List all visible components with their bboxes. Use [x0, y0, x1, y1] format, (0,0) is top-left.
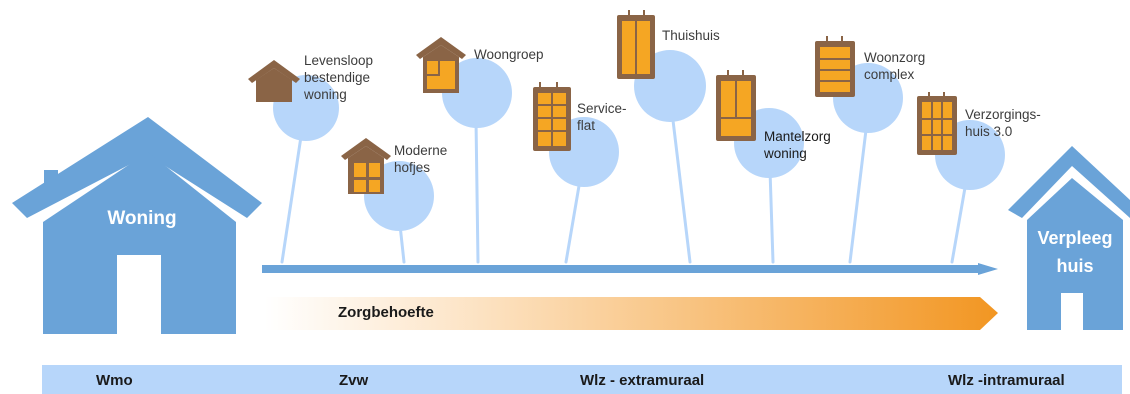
care-gradient-arrow [265, 297, 998, 330]
bubble-thuishuis [634, 50, 706, 264]
apartment-icon [815, 36, 855, 97]
label-mantelzorg: Mantelzorg woning [764, 129, 831, 161]
label-levensloop: Levensloop bestendige woning [304, 53, 374, 102]
care-arrow-label: Zorgbehoefte [338, 304, 434, 321]
verpleeghuis-label-line1: Verpleeg [1037, 228, 1113, 248]
footer-zvw: Zvw [339, 372, 369, 389]
house-icon [248, 60, 300, 102]
funding-bar [42, 365, 1122, 394]
apartment-icon [617, 10, 655, 79]
house-icon [341, 138, 391, 194]
footer-wlz-intramuraal: Wlz -intramuraal [948, 372, 1065, 389]
label-woongroep: Woongroep [474, 47, 544, 62]
house-icon [416, 37, 466, 93]
label-serviceflat: Service- flat [577, 101, 627, 133]
label-moderne-hofjes: Moderne hofjes [394, 143, 448, 175]
bubble-woongroep [442, 58, 512, 264]
label-woonzorgcomplex: Woonzorg complex [864, 50, 926, 82]
label-verzorgingshuis: Verzorgings- huis 3.0 [965, 107, 1041, 139]
woning-label: Woning [107, 208, 177, 229]
woning-house-icon [12, 117, 262, 334]
verpleeghuis-house-icon [1008, 146, 1130, 330]
footer-wmo: Wmo [96, 372, 133, 389]
timeline-arrow [262, 263, 998, 275]
apartment-icon [533, 82, 571, 151]
apartment-icon [917, 92, 957, 155]
apartment-icon [716, 70, 756, 141]
bubble-levensloop [273, 75, 339, 264]
verpleeghuis-label-line2: huis [1056, 256, 1094, 276]
label-thuishuis: Thuishuis [662, 28, 720, 43]
footer-wlz-extramuraal: Wlz - extramuraal [580, 372, 705, 389]
